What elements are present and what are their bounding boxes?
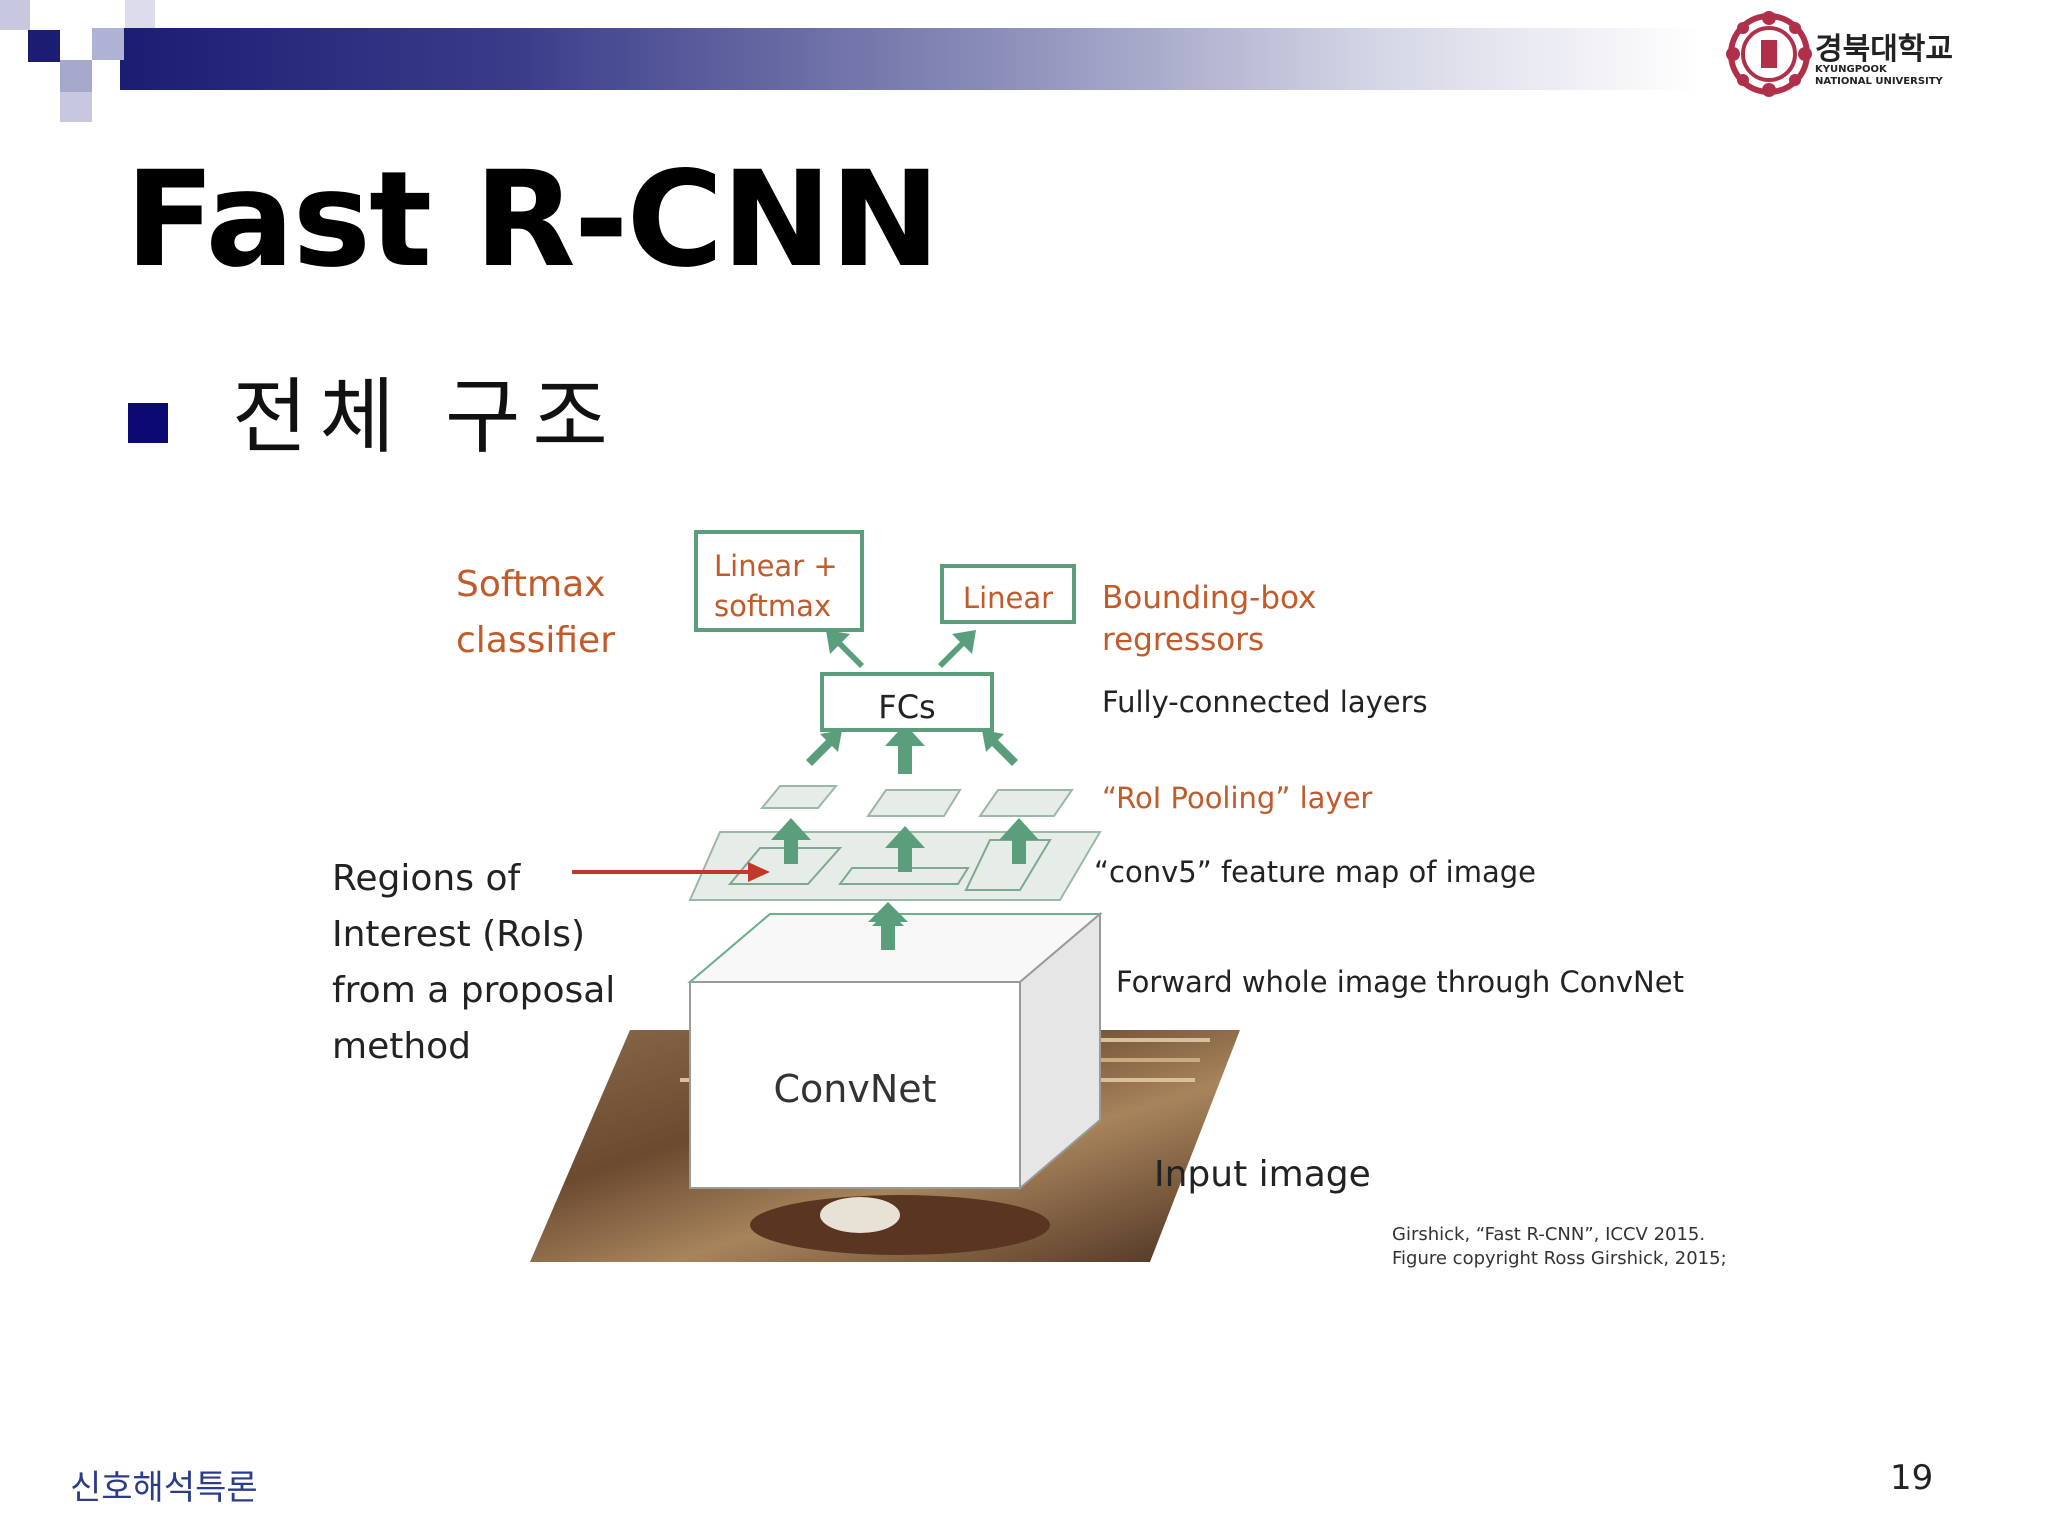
bbox-regressors-label-line1: Bounding-box	[1102, 580, 1316, 616]
header-square-navy	[28, 30, 60, 62]
convnet-box-front	[689, 981, 1021, 1189]
roi-pooled-patch	[759, 785, 839, 809]
citation-line2: Figure copyright Ross Girshick, 2015;	[1392, 1248, 1727, 1269]
footer-course-name: 신호해석특론	[70, 1468, 258, 1508]
page-number: 19	[1890, 1458, 1934, 1498]
arrow-up-icon	[806, 724, 1018, 774]
roi-pooled-patch	[978, 789, 1074, 817]
university-seal-icon	[1726, 11, 1812, 97]
header-square-lavender	[125, 0, 155, 28]
softmax-classifier-label-line2: classifier	[456, 620, 615, 661]
header-square-lavender	[0, 0, 30, 30]
bbox-regressors-label-line2: regressors	[1102, 622, 1264, 658]
linear-softmax-label-line1: Linear +	[714, 549, 838, 583]
arrow-up-icon	[826, 630, 976, 668]
arrow-up-icon	[771, 818, 1039, 872]
rois-label-line4: method	[332, 1026, 471, 1067]
rois-label-line2: Interest (RoIs)	[332, 914, 585, 955]
linear-box	[940, 564, 1076, 624]
bullet-text: 전체 구조	[232, 370, 620, 465]
rois-label-line3: from a proposal	[332, 970, 615, 1011]
conv5-label: “conv5” feature map of image	[1094, 855, 1536, 889]
roi-pooled-patch	[866, 789, 962, 817]
forward-label: Forward whole image through ConvNet	[1116, 965, 1684, 999]
linear-label: Linear	[963, 581, 1053, 615]
roi-pooling-label: “RoI Pooling” layer	[1102, 781, 1372, 815]
input-image-label: Input image	[1154, 1154, 1371, 1195]
convnet-label: ConvNet	[773, 1067, 936, 1111]
header-square-lavender	[92, 28, 124, 60]
roi-box	[838, 867, 970, 885]
header-square-lavender	[60, 92, 92, 122]
university-name-ko: 경북대학교	[1815, 32, 1953, 67]
slide-title: Fast R-CNN	[125, 143, 940, 297]
header-gradient-bar	[120, 28, 1700, 90]
fcs-label: FCs	[878, 688, 935, 726]
linear-softmax-label-line2: softmax	[714, 589, 831, 623]
fcs-box	[820, 672, 994, 732]
fc-layers-label: Fully-connected layers	[1102, 685, 1428, 719]
header-square-lavender	[60, 60, 92, 92]
linear-softmax-box	[694, 530, 864, 632]
rois-label-line1: Regions of	[332, 858, 521, 899]
university-name-en-line1: KYUNGPOOK	[1815, 64, 1887, 75]
citation-line1: Girshick, “Fast R-CNN”, ICCV 2015.	[1392, 1224, 1705, 1245]
arrowhead-icon	[748, 862, 770, 882]
university-name-en-line2: NATIONAL UNIVERSITY	[1815, 76, 1943, 87]
bullet-square-icon	[128, 403, 168, 443]
softmax-classifier-label-line1: Softmax	[456, 564, 605, 605]
